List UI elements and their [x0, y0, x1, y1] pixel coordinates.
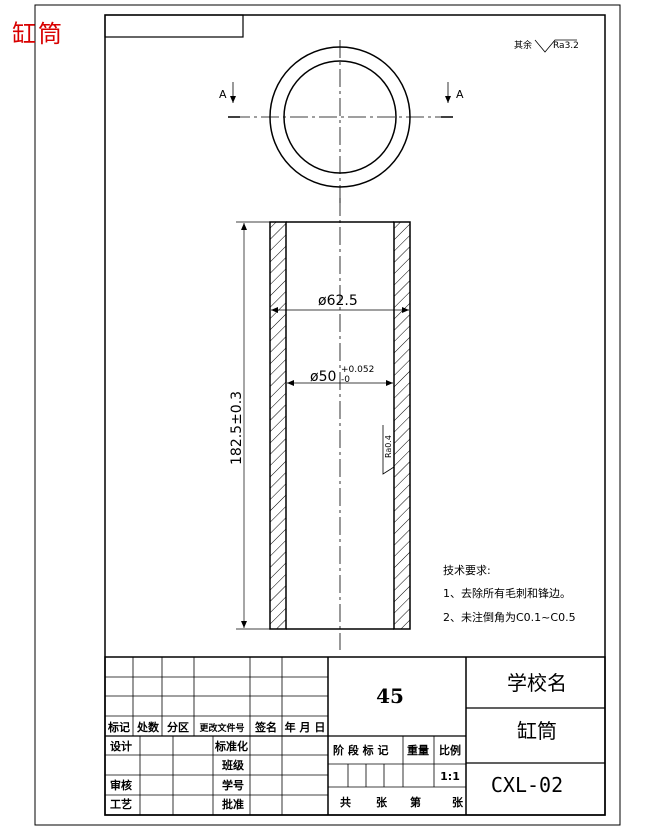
rev-header-count: 处数	[136, 720, 160, 734]
inner-tol-upper: +0.052	[341, 365, 374, 375]
surface-finish-value: Ra3.2	[553, 41, 579, 51]
rev-header-doc: 更改文件号	[199, 722, 244, 734]
outer-diameter-dimension: ø62.5	[271, 293, 409, 313]
right-wall-hatch	[393, 221, 411, 630]
sheet-total-label: 共	[340, 795, 351, 809]
sheet-unit-label: 张	[376, 795, 388, 809]
rev-header-sign: 签名	[254, 720, 277, 734]
part-name-text: 缸筒	[517, 719, 557, 743]
tech-requirements: 技术要求: 1、去除所有毛刺和锋边。 2、未注倒角为C0.1~C0.5	[443, 564, 576, 624]
rev-header-date: 年 月 日	[285, 720, 326, 734]
scale-value: 1:1	[440, 770, 460, 783]
section-view	[269, 198, 411, 650]
corner-title: 缸筒	[12, 20, 64, 48]
code-box	[104, 14, 244, 38]
length-dimension: 182.5±0.3	[229, 221, 270, 630]
role-standardize: 标准化	[214, 739, 248, 753]
weight-label: 重量	[407, 743, 429, 757]
title-block-text: 45 学校名 缸筒 CXL-02 标记 处数 分区 更改文件号 签名 年 月 日…	[107, 671, 567, 811]
inner-frame	[104, 14, 606, 816]
role-student-no: 学号	[222, 778, 244, 792]
outer-diameter-text: ø62.5	[318, 293, 358, 309]
inner-diameter-dimension: ø50 +0.052 -0	[287, 365, 393, 386]
left-wall-hatch	[269, 221, 287, 630]
section-label-right: A	[456, 88, 464, 101]
sheet-no-label: 第	[410, 795, 421, 809]
material-text: 45	[376, 684, 404, 708]
inner-tol-lower: -0	[341, 375, 350, 385]
scale-label: 比例	[439, 743, 461, 757]
title-block	[104, 656, 606, 816]
role-approve: 批准	[222, 797, 244, 811]
surface-finish-prefix: 其余	[514, 39, 532, 51]
role-review: 审核	[110, 778, 132, 792]
stage-label: 阶 段 标 记	[333, 743, 389, 757]
tech-req-heading: 技术要求:	[443, 564, 491, 577]
role-design: 设计	[110, 739, 132, 753]
tech-req-item-2: 2、未注倒角为C0.1~C0.5	[443, 610, 576, 624]
drawing-number-text: CXL-02	[491, 773, 563, 797]
length-dim-text: 182.5±0.3	[229, 391, 245, 465]
inner-roughness-symbol: Ra0.4	[382, 425, 395, 475]
role-class: 班级	[222, 758, 245, 772]
sheet-unit2-label: 张	[452, 795, 464, 809]
rev-header-mark: 标记	[107, 720, 130, 734]
rev-header-zone: 分区	[167, 720, 189, 734]
role-process: 工艺	[110, 797, 132, 811]
school-name-text: 学校名	[507, 671, 567, 695]
section-label-left: A	[219, 88, 227, 101]
tech-req-item-1: 1、去除所有毛刺和锋边。	[443, 586, 571, 600]
surface-finish-note: 其余 Ra3.2	[514, 39, 579, 53]
outer-frame	[34, 4, 621, 826]
inner-roughness-text: Ra0.4	[384, 435, 393, 458]
top-view: A A	[219, 40, 464, 205]
inner-diameter-text: ø50	[310, 369, 336, 385]
